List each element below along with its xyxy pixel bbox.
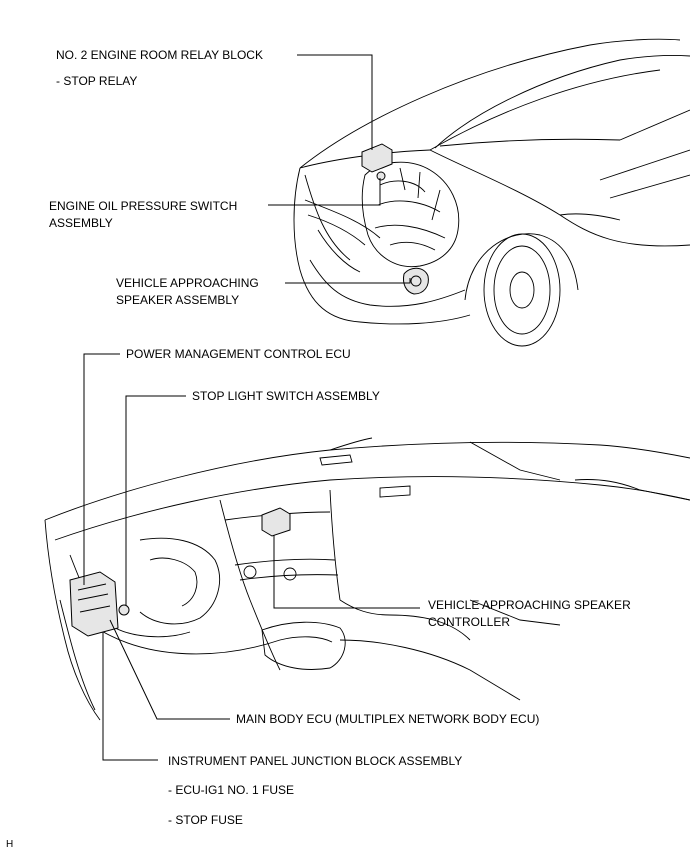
leader-speaker-controller <box>273 535 420 609</box>
oil-switch-label-line2: ASSEMBLY <box>49 216 113 230</box>
leader-power-ecu <box>83 353 120 585</box>
stop-light-switch-label: STOP LIGHT SWITCH ASSEMBLY <box>192 389 380 403</box>
ecu-ig1-fuse-label: - ECU-IG1 NO. 1 FUSE <box>168 783 295 797</box>
stop-fuse-label: - STOP FUSE <box>168 813 243 827</box>
power-ecu-label: POWER MANAGEMENT CONTROL ECU <box>126 347 351 361</box>
speaker-label-line1: VEHICLE APPROACHING <box>116 276 259 290</box>
stop-relay-label: - STOP RELAY <box>56 74 138 88</box>
leader-lines <box>83 54 420 761</box>
oil-switch-label-line1: ENGINE OIL PRESSURE SWITCH <box>49 199 238 213</box>
junction-block-label: INSTRUMENT PANEL JUNCTION BLOCK ASSEMBLY <box>168 754 463 768</box>
leader-oil-switch <box>268 178 381 206</box>
vehicle-front-illustration <box>293 38 690 347</box>
speaker-controller-label-line1: VEHICLE APPROACHING SPEAKER <box>428 598 631 612</box>
corner-mark: H <box>6 839 14 850</box>
speaker-label-line2: SPEAKER ASSEMBLY <box>116 293 240 307</box>
leader-relay-block <box>297 54 373 150</box>
main-body-ecu-label: MAIN BODY ECU (MULTIPLEX NETWORK BODY EC… <box>236 712 540 726</box>
instrument-panel-illustration <box>44 437 690 721</box>
relay-block-label: NO. 2 ENGINE ROOM RELAY BLOCK <box>56 48 263 62</box>
leader-junction-block <box>102 632 158 761</box>
leader-stop-switch <box>125 395 186 605</box>
speaker-controller-label-line2: CONTROLLER <box>428 615 511 629</box>
leader-speaker <box>285 278 411 284</box>
leader-main-body-ecu <box>109 619 230 720</box>
